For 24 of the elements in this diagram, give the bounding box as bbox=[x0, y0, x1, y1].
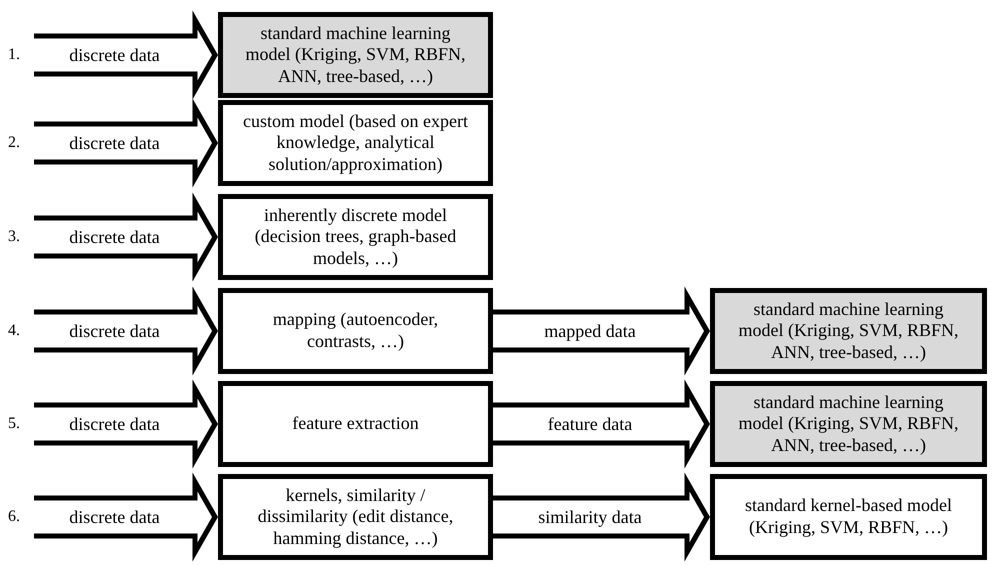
row-number: 6. bbox=[8, 509, 20, 525]
box-text: standard machine learning model (Kriging, SVM, RBFN, ANN, tree-based, …) bbox=[737, 298, 960, 364]
box-text: inherently discrete model (decision trees, graph-based models, …) bbox=[254, 204, 458, 270]
model-box bbox=[218, 194, 493, 280]
model-box bbox=[710, 381, 987, 467]
model-box bbox=[218, 474, 493, 560]
box-text: standard machine learning model (Kriging, SVM, RBFN, ANN, tree-based, …) bbox=[244, 22, 467, 88]
box-text: mapping (autoencoder, contrasts, …) bbox=[272, 309, 440, 353]
row-number: 2. bbox=[8, 135, 20, 151]
row-number: 1. bbox=[8, 47, 20, 63]
box-text: standard machine learning model (Kriging, SVM, RBFN, ANN, tree-based, …) bbox=[737, 392, 960, 456]
row-number: 3. bbox=[8, 229, 20, 245]
model-box bbox=[218, 381, 493, 467]
model-box bbox=[218, 100, 493, 186]
row-number: 5. bbox=[8, 416, 20, 432]
box-text: standard kernel-based model (Kriging, SVM, RBFN, …) bbox=[744, 495, 953, 539]
model-box bbox=[218, 12, 493, 98]
row-number: 4. bbox=[8, 323, 20, 339]
model-box bbox=[710, 288, 987, 374]
model-box bbox=[218, 288, 493, 374]
box-text: custom model (based on expert knowledge, analytical solution/approximation) bbox=[243, 110, 468, 176]
box-text: feature extraction bbox=[292, 413, 419, 435]
model-box bbox=[710, 474, 987, 560]
box-text: kernels, similarity / dissimilarity (edit distance, hamming distance, …) bbox=[256, 484, 454, 550]
